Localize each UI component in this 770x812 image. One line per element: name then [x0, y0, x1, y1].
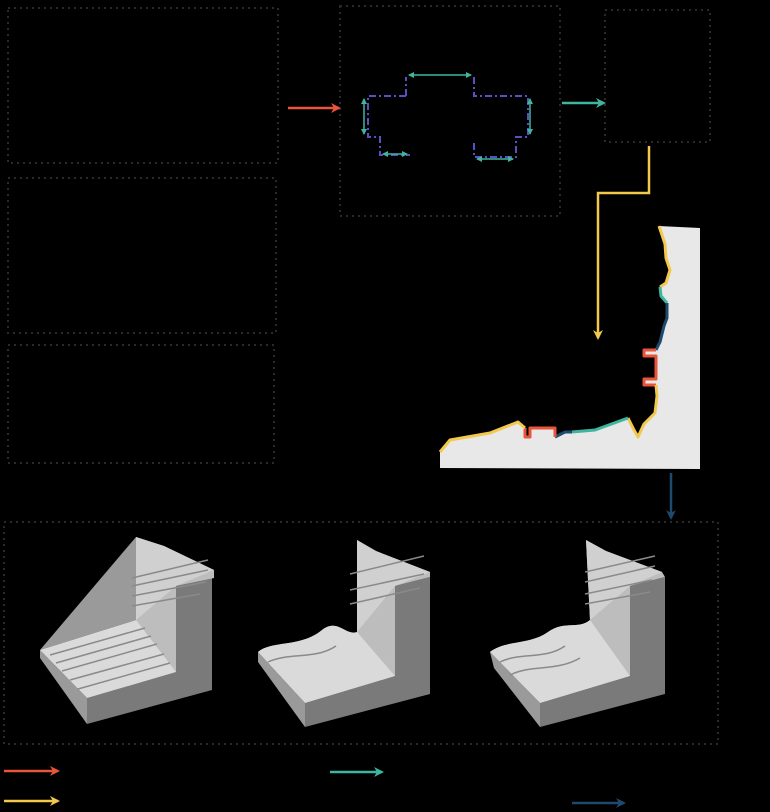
template-outline: [367, 77, 529, 158]
top-left-panel: [7, 7, 279, 164]
lower-left-panel: [7, 344, 275, 464]
template-shape: [361, 72, 533, 162]
profile-edge-teal: [658, 286, 669, 304]
profile-edge-yellow: [438, 420, 526, 453]
profile-shape: [438, 225, 700, 469]
middle-left-panel: [7, 177, 277, 334]
profile-edge-teal: [571, 416, 629, 434]
profile-edge-navy: [654, 303, 669, 351]
legend: [4, 766, 626, 808]
profile-edge-red: [523, 426, 557, 439]
dimension-arrows: [361, 72, 533, 162]
profile-edges: [438, 225, 672, 453]
flow-arrows: [288, 98, 676, 520]
ogee-block: [258, 540, 430, 727]
profile-edge-yellow: [626, 384, 659, 439]
sculpted-block: [490, 540, 665, 727]
profile-edge-yellow: [657, 225, 672, 289]
profile-edge-navy: [554, 430, 572, 439]
panels: [3, 5, 719, 745]
profile-fill: [440, 226, 700, 469]
template-panel: [339, 5, 561, 217]
yellow-arrow-icon: [593, 146, 651, 340]
profile-edge-red: [642, 348, 658, 387]
small-right-panel: [604, 9, 711, 143]
grooved-block: [40, 537, 214, 724]
